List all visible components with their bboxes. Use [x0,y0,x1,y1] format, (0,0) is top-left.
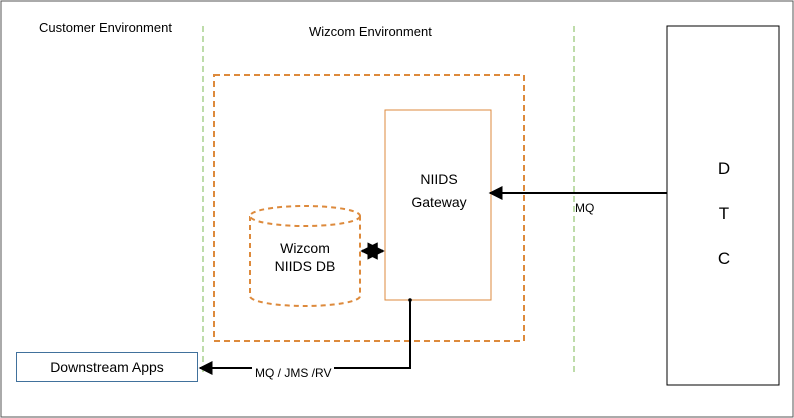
customer-environment-label: Customer Environment [39,20,172,35]
dtc-letter: D [717,159,731,178]
dtc-letter: C [717,249,731,268]
dtc-letter: T [718,204,730,223]
gateway-downstream-arrow [198,300,411,375]
dtc-box [666,25,780,386]
database-cylinder-top [249,205,361,227]
mq-jms-rv-connection-label: MQ / JMS /RV [252,366,335,380]
database-label-line1: Wizcom [280,240,330,256]
wizcom-environment-label: Wizcom Environment [309,24,432,39]
downstream-apps-box: Downstream Apps [16,352,198,382]
gateway-box [384,109,492,301]
gateway-label: NIIDS Gateway [386,168,492,214]
mq-connection-label: MQ [575,201,595,215]
gateway-label-line1: NIIDS [420,171,458,187]
database-label: Wizcom NIIDS DB [250,239,360,275]
database-label-line2: NIIDS DB [274,258,336,274]
downstream-apps-label: Downstream Apps [50,359,164,375]
gateway-label-line2: Gateway [411,194,467,210]
database-cylinder-body [249,216,361,307]
dtc-label: D T C [668,146,780,281]
wizcom-container [213,74,525,342]
